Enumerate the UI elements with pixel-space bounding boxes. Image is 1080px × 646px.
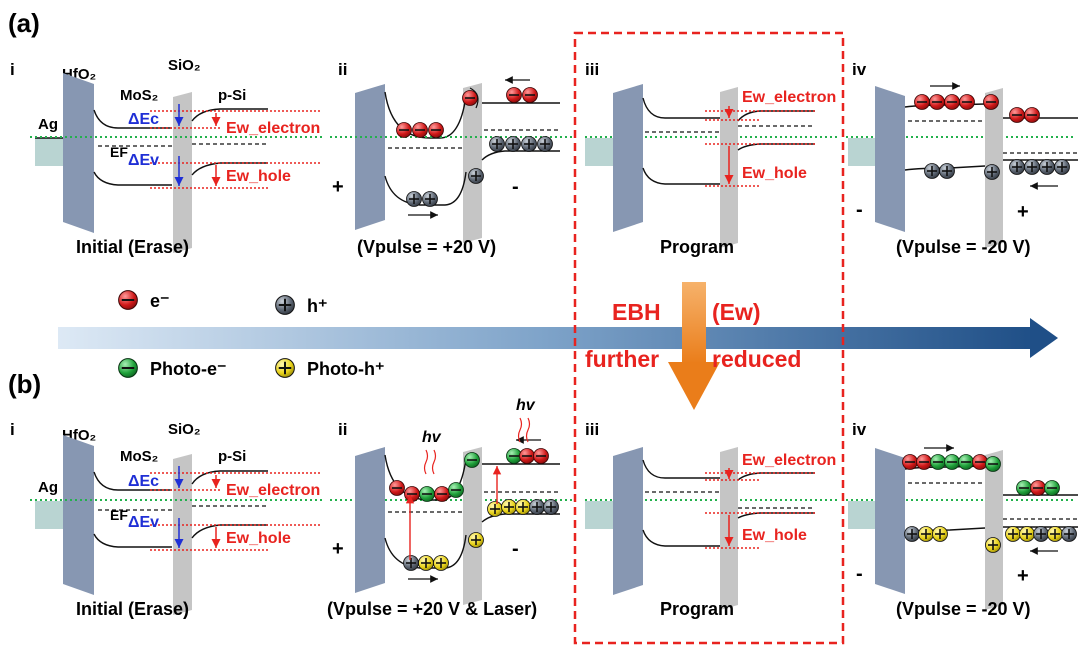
legend-photo-hole-icon	[274, 357, 296, 379]
minus-sign-iv-b: -	[856, 563, 863, 585]
legend-hole-label: h⁺	[307, 296, 328, 316]
panel-index-iii: iii	[585, 60, 599, 79]
ef-label: EF	[110, 144, 128, 160]
ag-label: Ag	[38, 116, 58, 133]
panel-a-iv: iv - + (Vpulse = -20 V)	[846, 60, 1078, 257]
caption-pulse-neg-b: (Vpulse = -20 V)	[896, 599, 1031, 619]
legend: e⁻ h⁺ Photo-e⁻ Photo-h⁺	[117, 289, 384, 379]
panel-index-iv: iv	[852, 60, 867, 79]
caption-pulse-neg-a: (Vpulse = -20 V)	[896, 237, 1031, 257]
hfo2-barrier	[63, 73, 94, 233]
panel-index-iii-b: iii	[585, 420, 599, 439]
panel-a-i: i HfO₂ SiO₂ MoS₂ p-Si Ag ΔEc EF ΔEv Ew_e…	[10, 57, 325, 257]
ew-electron-label-b: Ew_electron	[226, 482, 320, 499]
plus-sign-iv: +	[1017, 201, 1029, 223]
legend-electron-icon	[117, 289, 139, 311]
delta-ec-label: ΔEc	[128, 111, 159, 128]
sio2-label-b: SiO₂	[168, 421, 201, 438]
caption-pulse-laser: (Vpulse = +20 V & Laser)	[327, 599, 537, 619]
ew-hole-label: Ew_hole	[226, 168, 291, 185]
sio2-label: SiO₂	[168, 57, 201, 74]
plus-sign: +	[332, 176, 344, 198]
hv-label-1: hv	[422, 429, 442, 446]
program-highlight-box	[573, 31, 845, 645]
plus-sign-b: +	[332, 538, 344, 560]
panel-a-ii: ii + - (Vpulse = +20 V)	[330, 60, 575, 257]
part-b-label: (b)	[8, 369, 41, 399]
legend-photo-hole-label: Photo-h⁺	[307, 359, 384, 379]
panel-a-iii: iii Ew_electron Ew_hole Program	[585, 60, 840, 257]
panel-index-ii: ii	[338, 60, 347, 79]
psi-label: p-Si	[218, 87, 246, 104]
minus-sign-iv: -	[856, 199, 863, 221]
ew-hole-label-b-iii: Ew_hole	[742, 527, 807, 544]
panel-index-i-b: i	[10, 420, 15, 439]
panel-index-iv-b: iv	[852, 420, 867, 439]
caption-pulse-pos: (Vpulse = +20 V)	[357, 237, 496, 257]
minus-sign-b: -	[512, 538, 519, 560]
legend-photo-electron-label: Photo-e⁻	[150, 359, 227, 379]
caption-initial: Initial (Erase)	[76, 237, 189, 257]
ef-label-b: EF	[110, 507, 128, 523]
ew-hole-label-b: Ew_hole	[226, 530, 291, 547]
mos2-label: MoS₂	[120, 87, 158, 104]
panel-index-i: i	[10, 60, 15, 79]
ag-metal	[35, 138, 63, 166]
ew-hole-label-iii: Ew_hole	[742, 165, 807, 182]
panel-b-i: i HfO₂ SiO₂ MoS₂ p-Si Ag ΔEc EF ΔEv Ew_e…	[10, 420, 325, 619]
delta-ev-label-b: ΔEv	[128, 514, 159, 531]
part-a-label: (a)	[8, 8, 40, 38]
panel-b-iv: iv - + (Vpulse = -20 V)	[846, 420, 1078, 619]
sio2-barrier	[173, 92, 192, 253]
ew-electron-label-iii: Ew_electron	[742, 89, 836, 106]
ebh-word-further: further	[585, 346, 659, 372]
delta-ec-label-b: ΔEc	[128, 473, 159, 490]
panel-index-ii-b: ii	[338, 420, 347, 439]
hv-label-2: hv	[516, 397, 536, 414]
panel-b-iii: iii Ew_electron Ew_hole Program	[585, 420, 840, 619]
psi-label-b: p-Si	[218, 448, 246, 465]
legend-electron-label: e⁻	[150, 291, 170, 311]
process-arrow	[58, 318, 1058, 358]
ebh-word-reduced: reduced	[712, 346, 801, 372]
legend-photo-electron-icon	[117, 357, 139, 379]
panel-b-ii: ii hv hv +	[327, 397, 575, 619]
caption-initial-b: Initial (Erase)	[76, 599, 189, 619]
caption-program-a: Program	[660, 237, 734, 257]
ebh-word-ebh: EBH	[612, 299, 661, 325]
caption-program-b: Program	[660, 599, 734, 619]
ew-electron-label: Ew_electron	[226, 120, 320, 137]
ew-electron-label-b-iii: Ew_electron	[742, 452, 836, 469]
legend-hole-icon	[274, 294, 296, 316]
ebh-annotation: EBH (Ew) further reduced	[585, 282, 801, 410]
delta-ev-label: ΔEv	[128, 152, 159, 169]
ag-label-b: Ag	[38, 479, 58, 496]
plus-sign-iv-b: +	[1017, 565, 1029, 587]
minus-sign: -	[512, 176, 519, 198]
ebh-word-ew: (Ew)	[712, 299, 761, 325]
mos2-label-b: MoS₂	[120, 448, 158, 465]
